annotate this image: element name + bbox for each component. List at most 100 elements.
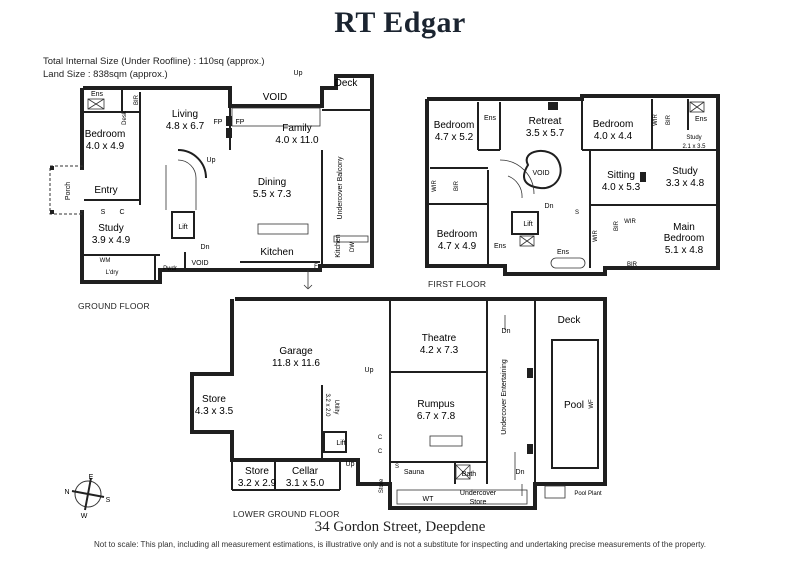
l-c1-label: C xyxy=(378,435,383,441)
g-dining-label: Dining xyxy=(258,177,286,188)
g-void-label: VOID xyxy=(263,92,287,103)
f-wir3-label: WIR xyxy=(593,230,599,242)
g-bir-label: BIR xyxy=(134,94,140,105)
l-theatre-label: Theatre xyxy=(422,333,457,344)
l-bath-label: Bath xyxy=(462,471,477,478)
l-deck-label: Deck xyxy=(558,315,582,326)
f-sitting-label: Sitting xyxy=(607,170,635,181)
property-meta: Total Internal Size (Under Roofline) : 1… xyxy=(43,55,265,81)
f-ens-b-label: Ens xyxy=(695,116,708,123)
compass-n-label: N xyxy=(64,489,69,496)
f-dn-label: Dn xyxy=(545,203,554,210)
l-c2-label: C xyxy=(378,449,383,455)
g-study-size: 3.9 x 4.9 xyxy=(92,235,131,246)
f-bedroom-b-label: Bedroom xyxy=(593,119,634,130)
g-fp-label-1: FP xyxy=(214,119,223,126)
g-bedroom-size: 4.0 x 4.9 xyxy=(86,141,125,152)
l-garage-size: 11.8 x 11.6 xyxy=(272,358,320,369)
l-undercover-store-label: Undercover xyxy=(460,490,497,497)
f-bir-label: BIR xyxy=(666,114,672,125)
g-s-label: S xyxy=(101,209,106,216)
g-f-label: F xyxy=(314,264,318,270)
compass-e-label: E xyxy=(89,474,94,481)
l-wf-label: WF xyxy=(589,399,595,409)
f-bedroom-a-size: 4.7 x 5.2 xyxy=(435,132,474,143)
l-undercover-store2-label: Store xyxy=(470,499,487,506)
f-ens-d-label: Ens xyxy=(557,249,570,256)
l-store2-label: Store xyxy=(245,466,269,477)
g-undercover-balcony-label: Undercover Balcony xyxy=(337,156,344,220)
first-floor-label: FIRST FLOOR xyxy=(428,279,487,289)
l-pool-label: Pool xyxy=(564,400,584,411)
l-store3-label: Store xyxy=(379,478,385,493)
g-porch-label: Porch xyxy=(65,182,72,200)
brand-title: RT Edgar xyxy=(334,6,466,39)
g-kitchen2-label: Kitchen xyxy=(335,234,342,257)
l-undercover-entertaining-label: Undercover Entertaining xyxy=(501,359,508,435)
f-bir3-label: BIR xyxy=(614,220,620,231)
g-family-label: Family xyxy=(282,123,311,134)
l-sauna-label: Sauna xyxy=(404,469,424,476)
l-rumpus-label: Rumpus xyxy=(417,399,454,410)
lower-outer-wall xyxy=(190,297,607,510)
g-void2-label: VOID xyxy=(191,260,208,267)
g-dn-label: Dn xyxy=(201,244,210,251)
f-s-label: S xyxy=(575,210,579,216)
f-bedroom-c-label: Bedroom xyxy=(437,229,478,240)
g-bedroom-label: Bedroom xyxy=(85,129,126,140)
l-s-label: S xyxy=(395,464,399,470)
l-rumpus-size: 6.7 x 7.8 xyxy=(417,411,456,422)
f-wir4-label: WIR xyxy=(624,219,636,225)
f-bedroom-b-size: 4.0 x 4.4 xyxy=(594,131,633,142)
disclaimer-text: Not to scale: This plan, including all m… xyxy=(93,540,707,549)
property-address: 34 Gordon Street, Deepdene xyxy=(314,519,486,535)
g-living-size: 4.8 x 6.7 xyxy=(166,121,205,132)
f-study-small-label: Study xyxy=(686,135,701,141)
g-kitchen-label: Kitchen xyxy=(260,247,293,258)
lower-ground-floor-plan: Garage 11.8 x 11.6 Theatre 4.2 x 7.3 Dec… xyxy=(190,297,607,510)
l-store-label: Store xyxy=(202,394,226,405)
f-main-bedroom-label: Bedroom xyxy=(664,233,705,244)
g-desk-label: Desk xyxy=(122,110,128,125)
f-retreat-size: 3.5 x 5.7 xyxy=(526,128,565,139)
f-wir2-label: WIR xyxy=(432,180,438,192)
g-dining-size: 5.5 x 7.3 xyxy=(253,189,292,200)
g-entry-label: Entry xyxy=(94,185,117,196)
f-main-label: Main xyxy=(673,222,695,233)
g-wm-label: WM xyxy=(100,258,111,264)
ground-floor-plan: Ens BIR Desk Bedroom 4.0 x 4.9 Living 4.… xyxy=(49,70,374,290)
compass-s-label: S xyxy=(106,497,111,504)
g-living-label: Living xyxy=(172,109,198,120)
l-dn-label: Dn xyxy=(502,328,511,335)
lower-ground-floor-label: LOWER GROUND FLOOR xyxy=(233,509,340,519)
g-up-label: Up xyxy=(294,70,303,77)
f-ens-a-label: Ens xyxy=(484,115,497,122)
land-size-text: Land Size : 838sqm (approx.) xyxy=(43,69,168,80)
f-bedroom-a-label: Bedroom xyxy=(434,120,475,131)
f-bir2-label: BIR xyxy=(454,180,460,191)
g-study-label: Study xyxy=(98,223,124,234)
ground-outer-wall xyxy=(80,74,374,284)
f-void-label: VOID xyxy=(532,170,549,177)
l-store2-size: 3.2 x 2.9 xyxy=(238,478,277,489)
f-retreat-label: Retreat xyxy=(529,116,562,127)
f-ens-c-label: Ens xyxy=(494,243,507,250)
l-wt-label: WT xyxy=(423,496,435,503)
l-lift-label: Lift xyxy=(336,440,345,447)
f-sitting-size: 4.0 x 5.3 xyxy=(602,182,641,193)
g-stair-up-label: Up xyxy=(207,157,216,164)
g-fp-label-2: FP xyxy=(236,119,245,126)
l-dn2-label: Dn xyxy=(516,469,525,476)
l-pool-plant-label: Pool Plant xyxy=(574,491,602,497)
l-up-label: Up xyxy=(365,367,374,374)
g-pwdr-label: Pwdr xyxy=(163,266,177,272)
l-cellar-size: 3.1 x 5.0 xyxy=(286,478,325,489)
internal-size-text: Total Internal Size (Under Roofline) : 1… xyxy=(43,56,265,67)
l-cellar-label: Cellar xyxy=(292,466,319,477)
compass: N E S W xyxy=(64,474,110,520)
f-bir4-label: BIR xyxy=(627,262,638,268)
f-study-label: Study xyxy=(672,166,698,177)
f-wir-label: WIR xyxy=(653,114,659,126)
ground-floor-label: GROUND FLOOR xyxy=(78,301,150,311)
